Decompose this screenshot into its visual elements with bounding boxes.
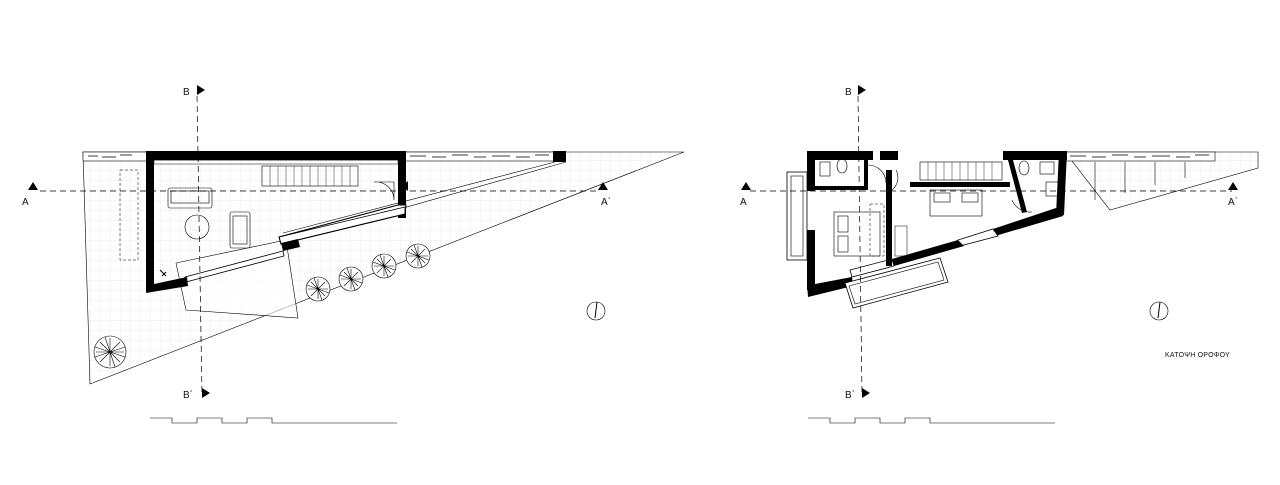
upper-north-arrow-icon [1149,301,1169,321]
upper-section-label-a-right: A΄ [1228,196,1238,208]
upper-section-label-b-top: B [845,87,852,98]
bedroom-furniture [833,189,983,257]
upper-scale-bar [808,417,1055,424]
section-label-a-right: A΄ [601,196,611,208]
house-walls [146,151,407,293]
upper-section-line-b [857,85,870,398]
section-label-b-bottom: B΄ [183,389,193,401]
living-furniture [119,169,408,277]
upper-section-label-b-bottom: B΄ [845,389,855,401]
upper-walls [807,151,1067,297]
section-line-a [28,182,608,192]
upper-section-line-a [741,182,1238,192]
upper-floor-plan: A A΄ B B΄ ΚΑΤΟΨΗ ΟΡΟΦΟΥ [740,85,1259,424]
upper-staircase [919,161,1003,181]
section-line-b [196,85,210,398]
section-label-a-left: A [22,197,29,208]
balcony-south [844,257,949,309]
north-arrow-icon [586,301,606,321]
tree-icons [93,243,431,369]
upper-floor-caption: ΚΑΤΟΨΗ ΟΡΟΦΟΥ [1165,352,1230,359]
upper-section-label-a-left: A [740,197,747,208]
ground-floor-plan: A A΄ B B΄ [22,85,685,424]
staircase [261,165,359,187]
boundary-wall [82,151,566,162]
section-label-b-top: B [183,87,190,98]
scale-bar [150,417,397,424]
balcony-west [786,171,808,261]
bathroom-fixtures [819,158,1059,213]
